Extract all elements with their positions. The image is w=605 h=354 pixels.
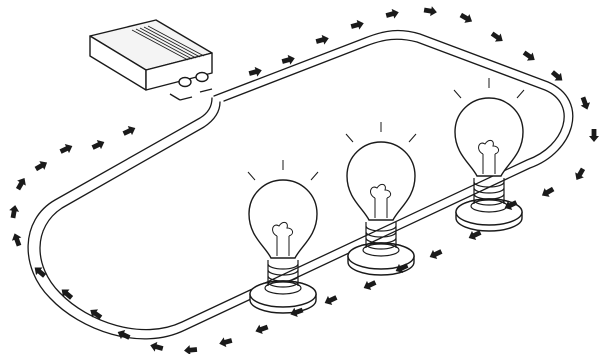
arrow-icon xyxy=(90,137,107,153)
arrow-icon xyxy=(578,95,593,112)
arrow-icon xyxy=(589,129,599,142)
light-bulb-icon xyxy=(453,77,525,232)
arrow-icon xyxy=(183,344,198,354)
arrow-icon xyxy=(58,141,75,157)
arrow-icon xyxy=(361,277,378,293)
arrow-icon xyxy=(253,322,270,337)
transformer-icon xyxy=(89,19,213,101)
arrow-icon xyxy=(314,33,331,47)
arrow-icon xyxy=(148,340,165,354)
arrow-icon xyxy=(322,292,339,308)
arrow-icon xyxy=(87,305,104,322)
arrow-icon xyxy=(549,68,566,85)
arrow-icon xyxy=(489,29,506,46)
arrow-icon xyxy=(9,231,24,248)
arrow-icon xyxy=(384,7,401,21)
arrow-icon xyxy=(121,123,138,139)
arrow-icon xyxy=(423,5,438,18)
arrow-icon xyxy=(539,184,556,200)
light-bulb-icon xyxy=(247,159,319,314)
light-bulb-icon xyxy=(345,121,417,276)
arrow-icon xyxy=(349,18,366,32)
arrow-icon xyxy=(280,53,297,67)
arrow-icon xyxy=(217,335,234,349)
arrow-icon xyxy=(115,327,132,343)
arrow-icon xyxy=(247,65,264,79)
arrow-icon xyxy=(521,48,538,65)
arrow-icon xyxy=(33,158,50,174)
arrow-icon xyxy=(427,246,444,262)
arrow-icon xyxy=(8,204,21,219)
arrow-icon xyxy=(458,10,475,26)
arrow-icon xyxy=(572,166,588,183)
arrow-icon xyxy=(13,175,29,192)
